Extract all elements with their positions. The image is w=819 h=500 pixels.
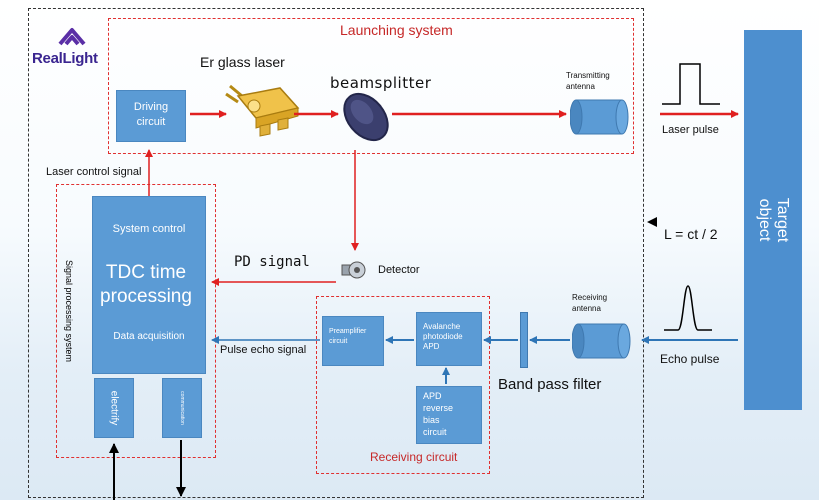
preamplifier-label: Preamplifier circuit [329, 328, 367, 345]
apd-bias-box: APD reverse bias circuit [416, 386, 482, 444]
processing-unit: System control TDC time processing Data … [92, 196, 206, 374]
logo: RealLight [30, 24, 110, 70]
receiving-circuit-frame [316, 296, 490, 474]
apd-label: Avalanche photodiode APD [423, 322, 463, 351]
laser-pulse-waveform [662, 63, 720, 105]
detector-icon [341, 261, 366, 279]
beamsplitter-icon [343, 92, 389, 142]
detector-label: Detector [378, 264, 420, 276]
communication-box: communication [162, 378, 202, 438]
driving-circuit-box: Driving circuit [116, 90, 186, 142]
echo-pulse-waveform [664, 285, 712, 331]
target-object: Target object [744, 30, 802, 410]
driving-circuit-label: Driving circuit [133, 101, 169, 128]
apd-bias-label: APD reverse bias circuit [423, 391, 454, 437]
er-glass-laser-icon [225, 84, 300, 137]
tdc-label: TDC time processing [100, 262, 192, 307]
apd-box: Avalanche photodiode APD [416, 312, 482, 366]
er-glass-laser-label: Er glass laser [200, 54, 285, 70]
launching-system-frame [108, 18, 634, 154]
band-pass-filter-label: Band pass filter [498, 376, 602, 393]
laser-pulse-label: Laser pulse [662, 124, 719, 136]
distance-formula: L = ct / 2 [664, 226, 718, 242]
electrify-box: electrify [94, 378, 134, 438]
brand-name: RealLight [32, 50, 98, 67]
data-acquisition-label: Data acquisition [113, 331, 185, 342]
system-control-label: System control [112, 223, 186, 235]
signal-processing-frame [56, 184, 216, 458]
laser-control-signal-label: Laser control signal [46, 166, 142, 178]
reallight-logo-icon [58, 28, 86, 46]
transmitting-antenna-icon [570, 99, 629, 135]
receiving-antenna-icon [572, 323, 631, 359]
receiving-antenna-label: Receiving antenna [572, 293, 608, 313]
beamsplitter-label: beamsplitter [330, 74, 432, 92]
system-frame [28, 8, 644, 498]
echo-pulse-label: Echo pulse [660, 352, 720, 366]
receiving-circuit-title: Receiving circuit [370, 450, 458, 464]
transmitting-antenna-label: Transmitting antenna [566, 71, 610, 91]
pulse-echo-signal-label: Pulse echo signal [220, 344, 307, 356]
band-pass-filter-plate [520, 312, 528, 368]
launching-system-title: Launching system [340, 22, 453, 38]
pd-signal-label: PD signal [234, 254, 310, 270]
preamplifier-box: Preamplifier circuit [322, 316, 384, 366]
